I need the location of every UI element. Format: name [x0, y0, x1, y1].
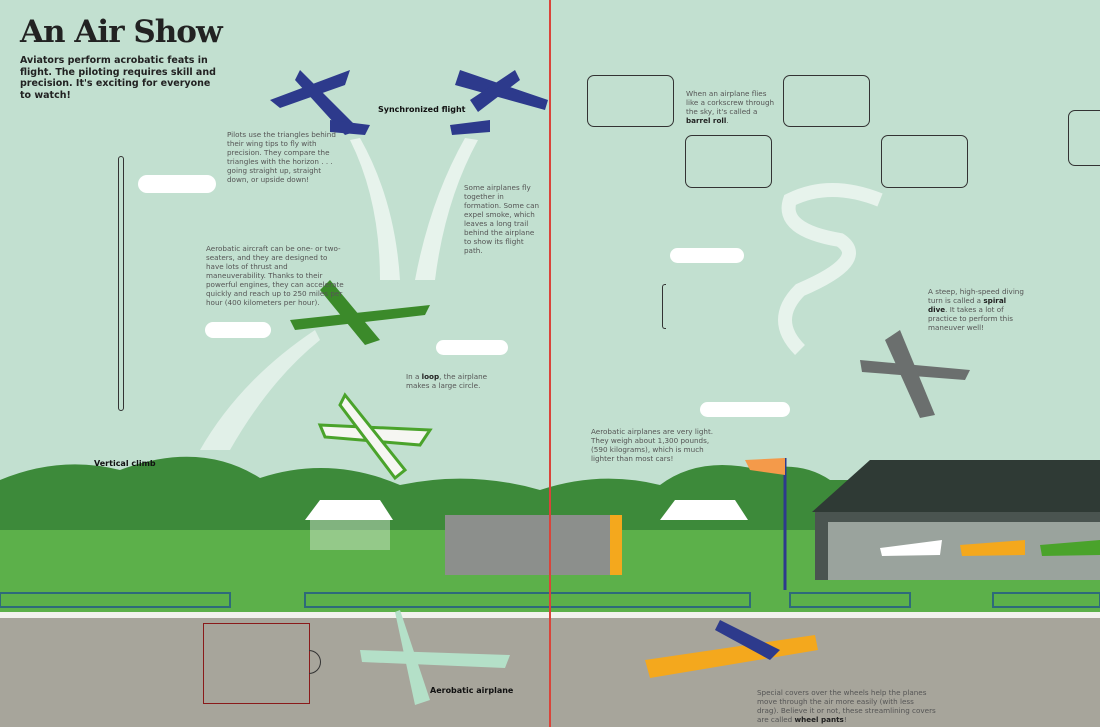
smoke-trail: [200, 330, 320, 450]
cloud: [436, 340, 508, 355]
fence: [789, 592, 911, 608]
grey-plane: [860, 330, 970, 418]
smoke-trail: [350, 138, 400, 280]
term: loop: [421, 372, 440, 381]
caption-triangles: Pilots use the triangles behind their wi…: [227, 130, 336, 184]
term: spiral dive: [928, 296, 1007, 314]
caption-light: Aerobatic airplanes are very light. They…: [591, 427, 714, 463]
fence: [0, 592, 231, 608]
label-synchronized-flight: Synchronized flight: [378, 105, 466, 114]
empty-box: [685, 135, 772, 188]
green-plane: [290, 280, 430, 345]
grandstand: [445, 515, 620, 575]
term: wheel pants: [794, 715, 844, 724]
tent: [660, 500, 748, 520]
bracket: [118, 156, 124, 411]
text: Special covers over the wheels help the …: [757, 688, 936, 724]
blue-plane: [450, 70, 548, 135]
empty-box: [783, 75, 870, 127]
tent: [305, 500, 393, 520]
hangar-planes: [880, 540, 1100, 556]
white-green-plane: [317, 392, 433, 481]
page-title: An Air Show: [20, 14, 223, 50]
windsock: [745, 458, 785, 475]
text: , the airplane makes a large circle.: [406, 372, 488, 390]
cloud: [205, 322, 271, 338]
caption-spiral-dive: A steep, high-speed diving turn is calle…: [928, 287, 1028, 332]
bracket: [662, 284, 666, 329]
intro-text: Aviators perform acrobatic feats in flig…: [20, 55, 216, 101]
cloud: [670, 248, 744, 263]
barrel-roll-smoke: [778, 183, 883, 355]
label-aerobatic-airplane: Aerobatic airplane: [430, 686, 514, 695]
text: In a: [406, 372, 422, 381]
caption-seaters: Aerobatic aircraft can be one- or two-se…: [206, 244, 344, 307]
smoke-trail: [415, 138, 478, 280]
caption-wheel-pants: Special covers over the wheels help the …: [757, 688, 937, 724]
cloud: [700, 402, 790, 417]
hangar-roof: [812, 460, 1100, 512]
text: . It takes a lot of practice to perform …: [928, 305, 1013, 332]
text: .: [726, 116, 729, 125]
text: !: [843, 715, 847, 724]
empty-box: [881, 135, 968, 188]
empty-box: [587, 75, 674, 127]
blue-plane: [270, 70, 370, 135]
label-vertical-climb: Vertical climb: [94, 459, 156, 468]
mint-plane: [360, 610, 510, 705]
text: When an airplane flies like a corkscrew …: [686, 89, 775, 116]
caption-loop: In a loop, the airplane makes a large ci…: [406, 372, 506, 390]
yellow-plane: [645, 620, 818, 678]
cloud: [138, 175, 216, 193]
term: barrel roll: [686, 116, 727, 125]
page-spine: [549, 0, 551, 727]
fence: [992, 592, 1100, 608]
caption-formation: Some airplanes fly together in formation…: [464, 183, 540, 255]
caption-barrel-roll: When an airplane flies like a corkscrew …: [686, 89, 778, 125]
fence: [304, 592, 751, 608]
empty-box: [203, 623, 310, 704]
text: A steep, high-speed diving turn is calle…: [928, 287, 1024, 305]
empty-box: [1068, 110, 1100, 166]
